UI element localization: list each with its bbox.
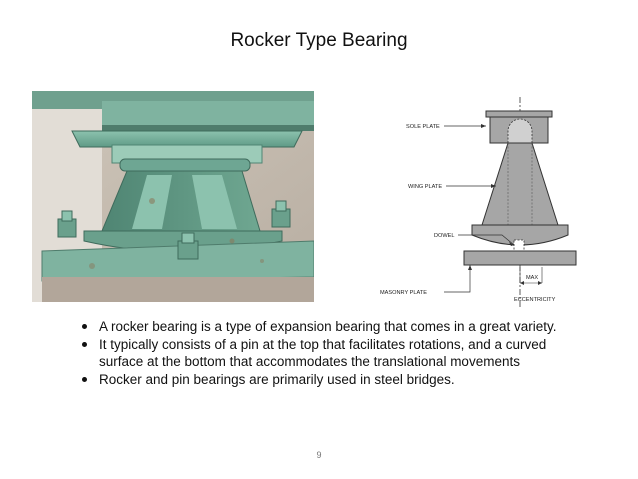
bullet-dot <box>82 376 87 382</box>
sole-plate-shape <box>485 110 553 118</box>
bullet-item: It typically consists of a pin at the to… <box>82 336 582 371</box>
label-masonry-plate: MASONRY PLATE <box>380 290 427 296</box>
page-number: 9 <box>316 450 322 460</box>
pin-shape <box>507 118 533 143</box>
rocker-bearing-photo-illustration <box>32 91 314 302</box>
masonry-plate-shape <box>463 250 577 266</box>
label-max: MAX <box>526 275 538 281</box>
label-eccentricity: ECCENTRICITY <box>514 297 556 303</box>
bullet-dot <box>82 341 87 347</box>
label-sole-plate: SOLE PLATE <box>406 124 440 130</box>
rocker-bearing-photo <box>32 91 314 302</box>
slide-title: Rocker Type Bearing <box>230 30 408 51</box>
bullet-text: It typically consists of a pin at the to… <box>99 336 547 370</box>
bullet-text: A rocker bearing is a type of expansion … <box>99 319 557 334</box>
bullet-item: A rocker bearing is a type of expansion … <box>82 318 582 336</box>
rocker-bearing-diagram-svg: SOLE PLATE WING PLATE DOWEL MASONRY PLAT… <box>380 97 577 309</box>
label-wing-plate: WING PLATE <box>408 184 442 190</box>
bullet-item: Rocker and pin bearings are primarily us… <box>82 371 582 389</box>
bullet-list: A rocker bearing is a type of expansion … <box>82 318 582 388</box>
rocker-bearing-diagram: SOLE PLATE WING PLATE DOWEL MASONRY PLAT… <box>372 97 587 309</box>
wing-plate-shape <box>481 142 559 226</box>
bullet-text: Rocker and pin bearings are primarily us… <box>99 371 455 387</box>
bullet-dot <box>82 324 87 329</box>
label-dowel: DOWEL <box>434 233 455 239</box>
